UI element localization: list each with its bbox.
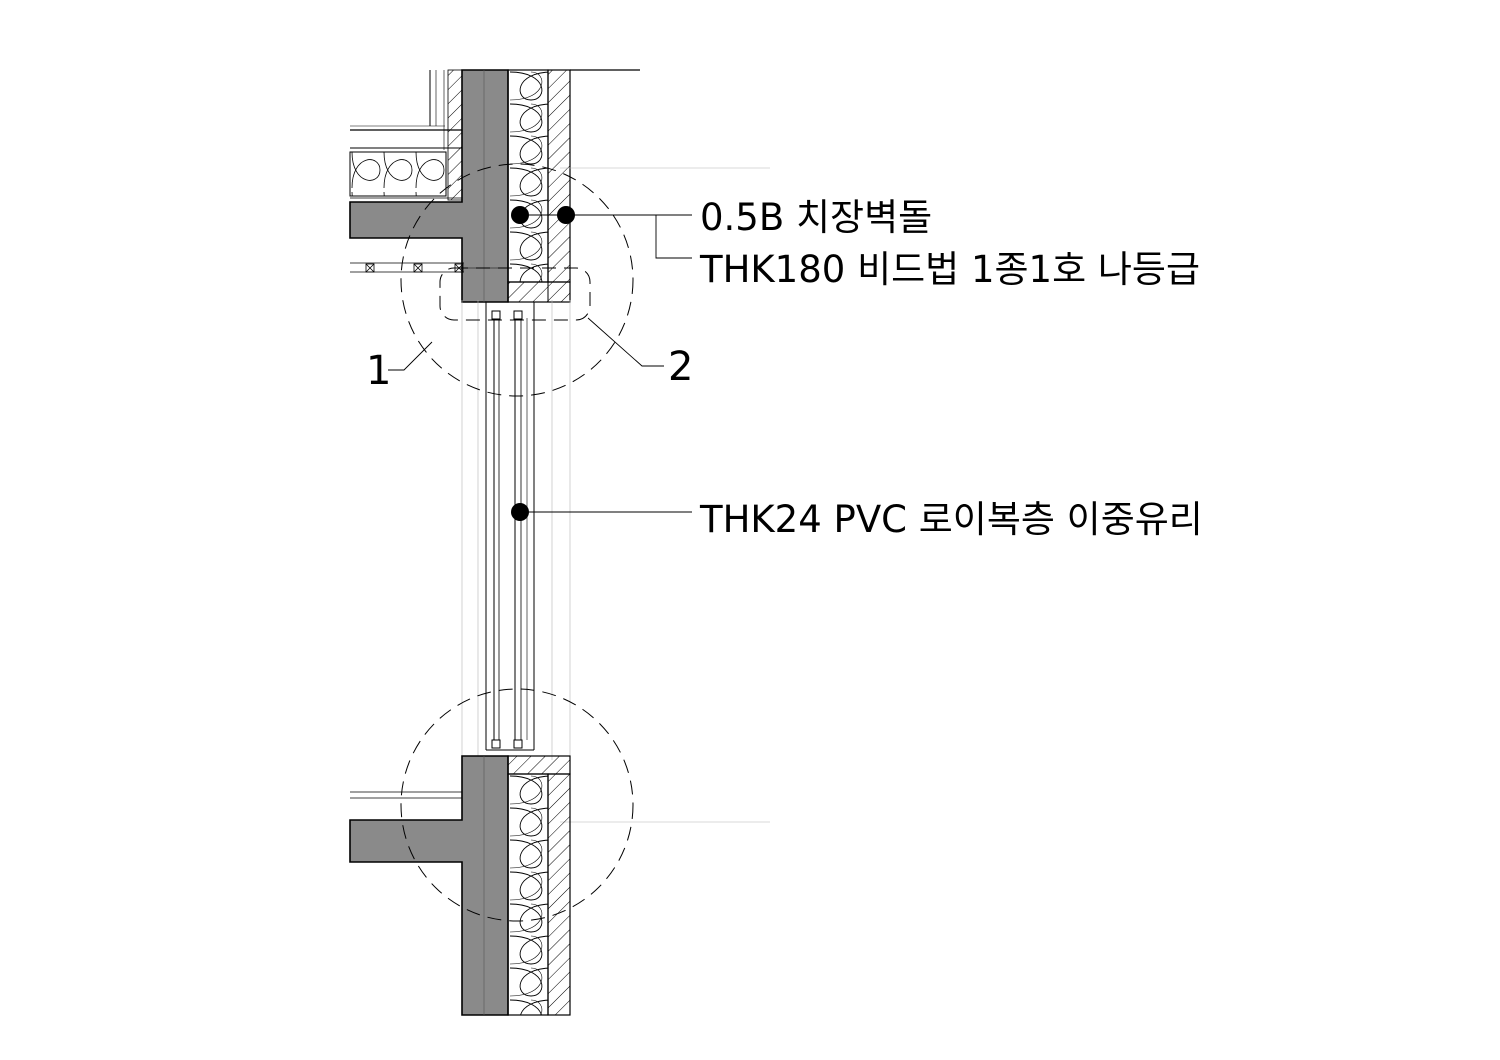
brick-label: 0.5B 치장벽돌	[700, 196, 932, 239]
detail-circle-1	[400, 163, 634, 397]
leader-lines	[388, 214, 692, 513]
detail-circles	[400, 163, 634, 922]
callout-number-1: 1	[366, 348, 391, 394]
upper-lintel	[507, 281, 571, 303]
detail-circle-lower	[400, 688, 634, 922]
callout-number-2: 2	[668, 344, 693, 390]
dot-brick	[557, 206, 575, 224]
upper-brick-veneer	[547, 69, 571, 283]
detail-box-2	[439, 267, 591, 321]
upper-wall-assembly	[349, 69, 640, 303]
lower-insulation	[507, 773, 549, 1016]
window-glazing	[485, 302, 535, 751]
leader-dots	[511, 206, 575, 521]
guide-lines	[461, 167, 770, 823]
glazing-label: THK24 PVC 로이복층 이중유리	[699, 498, 1203, 541]
dot-insulation	[511, 206, 529, 224]
dot-glazing	[511, 503, 529, 521]
lower-sill	[507, 755, 571, 775]
upper-insulation	[507, 69, 549, 283]
lower-brick-veneer	[547, 773, 571, 1016]
insulation-label: THK180 비드법 1종1호 나등급	[699, 248, 1200, 291]
lower-wall-assembly	[349, 755, 571, 1016]
